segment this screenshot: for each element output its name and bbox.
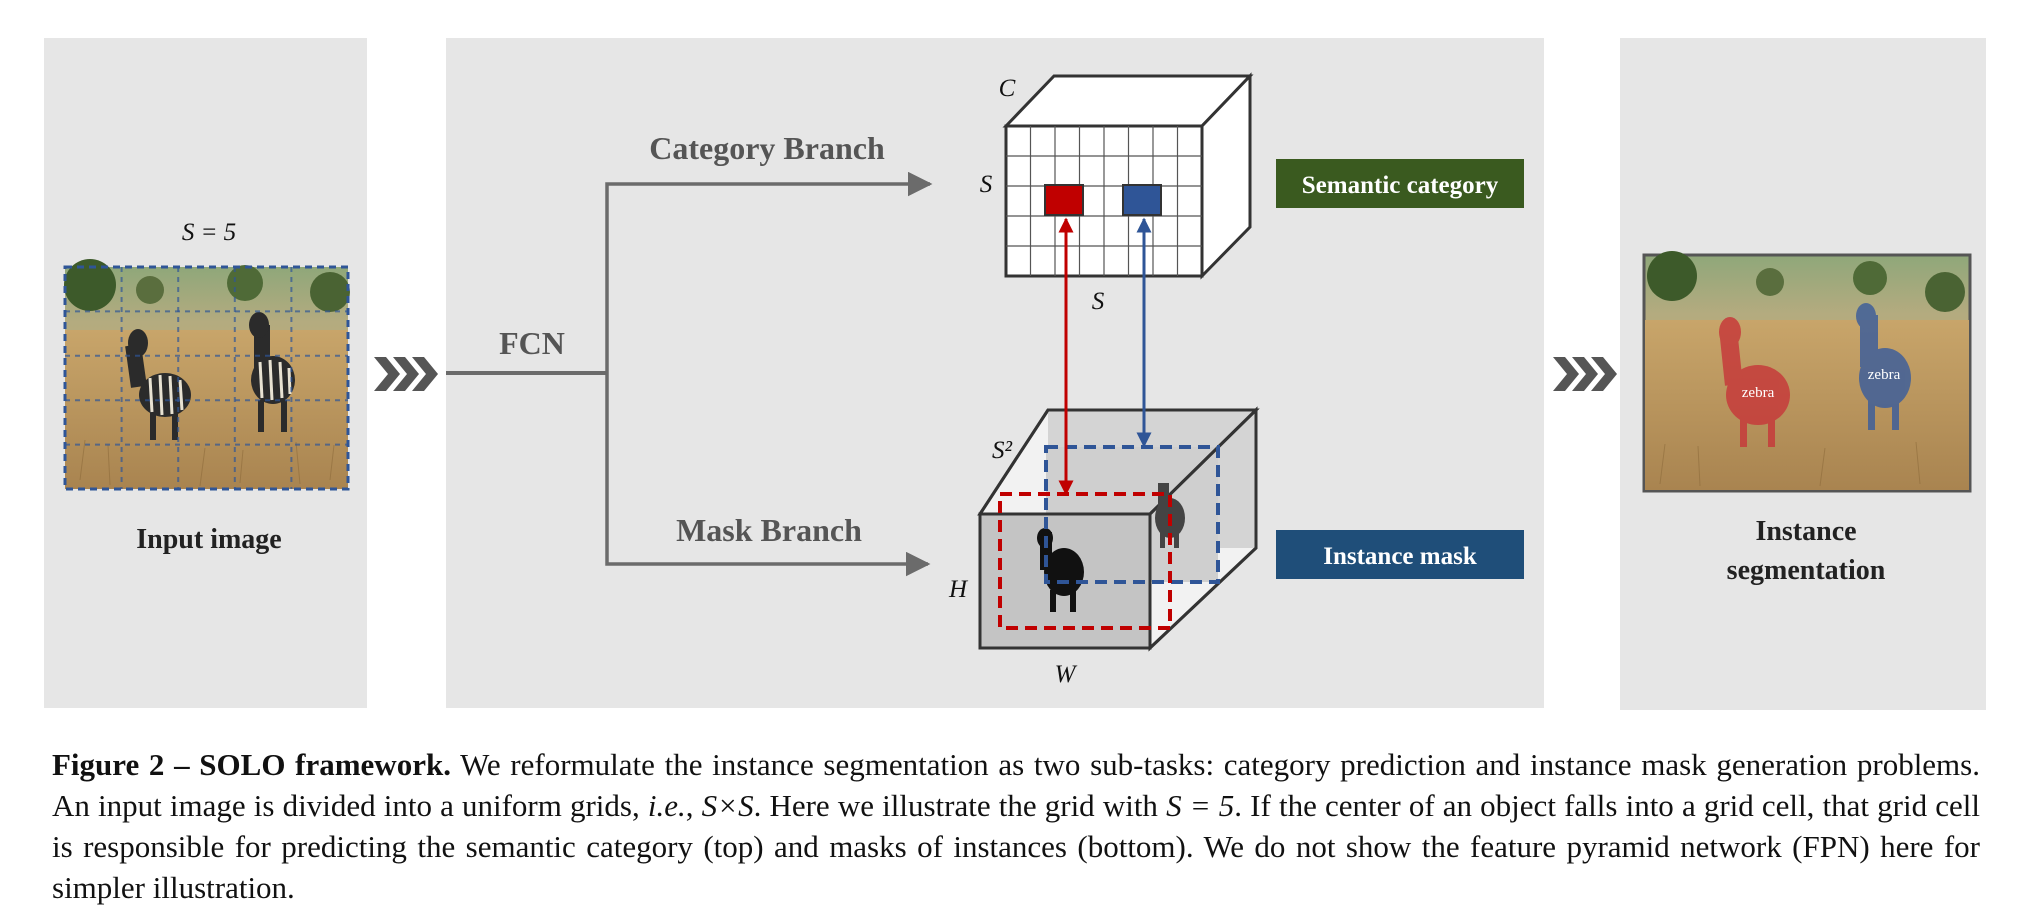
- mask-height-label: H: [948, 576, 969, 603]
- blue-mask-box: [1044, 445, 1220, 584]
- red-mask-box: [998, 492, 1172, 630]
- mask-branch-arrow: [605, 373, 931, 577]
- grid-size-label: S = 5: [182, 219, 236, 246]
- chevron-arrows-left-icon: [374, 357, 438, 391]
- zebra-1: [125, 329, 191, 440]
- semantic-category-badge: [1276, 159, 1524, 208]
- blue-instance-label: zebra: [1868, 367, 1901, 383]
- mask-branch-label: Mask Branch: [676, 512, 862, 548]
- output-image: zebra zebra: [1642, 251, 1972, 493]
- figure-diagram: S = 5: [63, 72, 1972, 688]
- zebra-2: [249, 312, 295, 432]
- instance-mask-badge: [1276, 530, 1524, 579]
- caption-ie: i.e.: [647, 788, 686, 823]
- category-cell-blue: [1122, 184, 1162, 216]
- blue-instance: [1856, 303, 1911, 430]
- output-title-line1: Instance: [1755, 516, 1856, 547]
- mask-silhouette-front: [1037, 528, 1084, 612]
- mask-width-label: W: [1055, 661, 1078, 688]
- caption-label: Figure 2 – SOLO framework.: [52, 747, 451, 782]
- category-tensor-cube: [1002, 72, 1254, 280]
- mask-depth-label: S²: [992, 437, 1013, 464]
- category-branch-arrow: [605, 171, 933, 373]
- caption-s-eq: S = 5: [1166, 788, 1235, 823]
- category-rows-label: S: [980, 171, 993, 198]
- category-channel-label: C: [999, 75, 1016, 102]
- red-instance-label: zebra: [1742, 385, 1775, 401]
- instance-mask-badge-label: Instance mask: [1323, 543, 1477, 570]
- input-image: [63, 259, 350, 491]
- semantic-category-badge-label: Semantic category: [1302, 172, 1499, 199]
- fcn-label: FCN: [499, 325, 565, 361]
- category-branch-label: Category Branch: [649, 130, 885, 166]
- output-title-line2: segmentation: [1727, 555, 1886, 586]
- caption-text-4: . If the center of an object falls into …: [52, 788, 1980, 905]
- caption-text-2: ,: [685, 788, 702, 823]
- solo-framework-figure: S = 5: [44, 38, 1986, 710]
- mask-tensor-cube: [977, 406, 1260, 652]
- grid-overlay: [63, 265, 350, 491]
- chevron-arrows-right-icon: [1553, 357, 1617, 391]
- caption-text-1: We reformulate the instance segmentation…: [52, 747, 1980, 823]
- caption-sxs: S×S: [701, 788, 754, 823]
- figure-caption: Figure 2 – SOLO framework. We reformulat…: [52, 744, 1980, 908]
- category-cell-red: [1044, 184, 1084, 216]
- category-cols-label: S: [1092, 288, 1105, 315]
- red-instance: [1719, 317, 1790, 447]
- caption-text-3: . Here we illustrate the grid with: [753, 788, 1167, 823]
- input-image-title: Input image: [136, 524, 281, 555]
